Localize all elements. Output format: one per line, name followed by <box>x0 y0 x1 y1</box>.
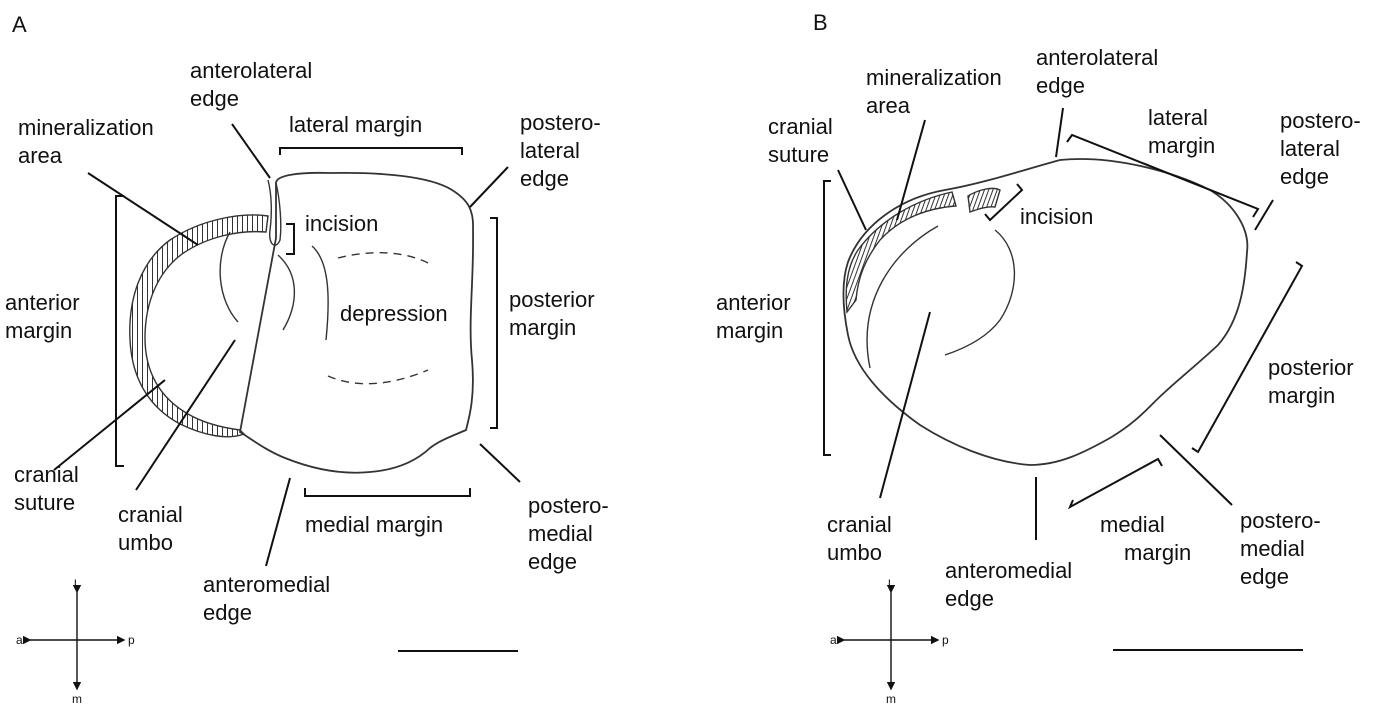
panel-b-label-anterior-margin: anterior margin <box>716 290 797 343</box>
panel-a-lateral-margin-bracket <box>280 148 462 155</box>
panel-a-incision-notch <box>268 180 281 245</box>
panel-a-label-anteromedial-edge: anteromedial edge <box>203 572 336 625</box>
panel-a-label-cranial-suture: cranial suture <box>14 462 85 515</box>
panel-a-inner-curve-3 <box>312 246 328 340</box>
panel-a-mineralization-band <box>130 215 268 437</box>
panel-a-letter: A <box>12 12 27 37</box>
panel-b-label-cranial-umbo: cranial umbo <box>827 512 898 565</box>
panel-a-anteromedial-leader <box>266 478 290 566</box>
panel-b-label-cranial-suture: cranial suture <box>768 114 839 167</box>
panel-a-label-anterolateral-edge: anterolateral edge <box>190 58 318 111</box>
panel-b-posterolateral-leader <box>1255 200 1273 230</box>
panel-a-anterior-margin-bracket <box>116 196 124 466</box>
panel-b-posteromedial-leader <box>1160 435 1232 505</box>
panel-a-mineralization-leader <box>88 173 198 245</box>
panel-a-medial-margin-bracket <box>305 488 470 496</box>
panel-a-orientation-compass: l m a p <box>16 577 135 705</box>
panel-a-label-medial-margin: medial margin <box>305 512 443 537</box>
panel-b-cranial-umbo-leader <box>880 312 930 498</box>
panel-a-inner-curve-2 <box>278 255 294 330</box>
panel-a-incision-bracket <box>286 224 294 254</box>
panel-b-axis-left: a <box>830 633 837 647</box>
panel-b: B anterolateral edge mineralization a <box>716 10 1367 705</box>
panel-b-label-postero-lateral-edge: postero- lateral edge <box>1280 108 1367 189</box>
panel-a-label-incision: incision <box>305 211 378 236</box>
panel-a-label-posterior-margin: posterior margin <box>509 287 601 340</box>
panel-b-letter: B <box>813 10 828 35</box>
panel-b-medial-margin-bracket <box>1070 459 1162 507</box>
panel-b-cranial-suture-leader <box>838 170 866 230</box>
panel-b-label-medial-margin: medial margin <box>1100 512 1191 565</box>
panel-b-mineralization-band <box>846 192 956 312</box>
panel-b-anterolateral-leader <box>1056 108 1063 157</box>
panel-b-inner-curve-2 <box>945 230 1014 355</box>
panel-b-label-posterior-margin: posterior margin <box>1268 355 1360 408</box>
panel-b-orientation-compass: l m a p <box>830 577 949 705</box>
panel-b-label-postero-medial-edge: postero- medial edge <box>1240 508 1327 589</box>
panel-b-axis-right: p <box>942 633 949 647</box>
panel-a-cranial-umbo-leader <box>136 340 235 490</box>
panel-a-label-postero-lateral-edge: postero- lateral edge <box>520 110 607 191</box>
panel-b-label-incision: incision <box>1020 204 1093 229</box>
panel-a-depression-dash-bottom <box>328 370 428 384</box>
panel-a-depression-dash-top <box>338 253 432 265</box>
panel-b-axis-top: l <box>888 577 891 591</box>
panel-b-axis-bottom: m <box>886 692 896 705</box>
panel-a-axis-right: p <box>128 633 135 647</box>
panel-a-posterolateral-leader <box>470 167 508 207</box>
panel-a-label-mineralization-area: mineralization area <box>18 115 160 168</box>
panel-a-axis-left: a <box>16 633 23 647</box>
panel-a-posterior-margin-bracket <box>490 218 497 428</box>
panel-b-anterior-margin-bracket <box>824 181 831 455</box>
panel-a-label-anterior-margin: anterior margin <box>5 290 86 343</box>
panel-a-axis-top: l <box>74 577 77 591</box>
panel-b-label-mineralization-area: mineralization area <box>866 65 1008 118</box>
panel-b-label-lateral-margin: lateral margin <box>1148 105 1215 158</box>
panel-b-inner-curve-1 <box>867 226 938 368</box>
panel-b-label-anterolateral-edge: anterolateral edge <box>1036 45 1164 98</box>
panel-a-label-lateral-margin: lateral margin <box>289 112 422 137</box>
panel-a-label-postero-medial-edge: postero- medial edge <box>528 493 615 574</box>
panel-a-anterolateral-leader <box>232 124 270 178</box>
panel-b-incision-hatch <box>968 188 1000 212</box>
panel-a-axis-bottom: m <box>72 692 82 705</box>
panel-a-posteromedial-leader <box>480 444 520 482</box>
panel-a-inner-curve-1 <box>220 232 238 322</box>
panel-a-label-depression: depression <box>340 301 448 326</box>
panel-a-cranial-suture-leader <box>54 380 165 470</box>
panel-b-label-anteromedial-edge: anteromedial edge <box>945 558 1078 611</box>
panel-a-label-cranial-umbo: cranial umbo <box>118 502 189 555</box>
panel-a: A anterolateral edge mineral <box>5 12 615 705</box>
